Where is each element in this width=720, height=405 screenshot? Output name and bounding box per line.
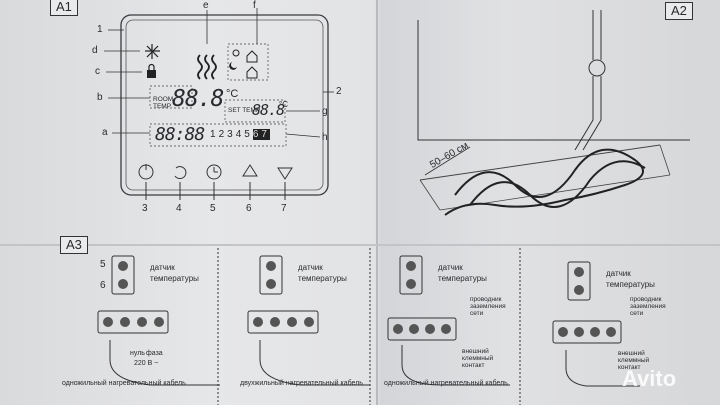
fold-line-vertical <box>376 0 378 405</box>
callout-g: g <box>322 106 328 117</box>
room-temp-label: ROOM TEMP <box>153 96 174 110</box>
ground-label-2: проводник заземления сети <box>630 296 666 317</box>
day-5: 5 <box>244 129 253 140</box>
button-label-5: 5 <box>210 203 216 214</box>
callout-h: h <box>322 132 328 143</box>
panel-tag-a3: A3 <box>60 236 88 254</box>
callout-b: b <box>97 92 103 103</box>
clamp-label-2: внешний клеммный контакт <box>618 350 650 371</box>
ground-label: проводник заземления сети <box>470 296 506 317</box>
single-cable-label: одножильный нагревательный кабель <box>62 380 186 387</box>
day-2: 2 <box>218 129 228 140</box>
button-label-7: 7 <box>281 203 287 214</box>
callout-c: c <box>95 66 100 77</box>
voltage-label: 220 В ~ <box>134 360 159 367</box>
lcd-set-unit: °C <box>279 100 288 109</box>
avito-watermark: Avito <box>622 366 677 391</box>
fold-line-horizontal <box>0 244 720 246</box>
panel-tag-a1: A1 <box>50 0 78 16</box>
button-label-4: 4 <box>176 203 182 214</box>
callout-f: f <box>253 0 256 11</box>
lcd-weekdays: 1234567 <box>210 129 270 140</box>
phase-label: фаза <box>146 350 163 357</box>
button-label-3: 3 <box>142 203 148 214</box>
panel-tag-a2: A2 <box>665 2 693 20</box>
neutral-label: нуль <box>130 350 145 357</box>
single-cable-label-2: одножильный нагревательный кабель <box>384 380 508 387</box>
a3-sensor-label-4: датчик температуры <box>606 269 655 289</box>
lcd-set-temp: 88.8 <box>252 101 285 119</box>
button-label-6: 6 <box>246 203 252 214</box>
day-7: 7 <box>261 129 270 140</box>
callout-1: 1 <box>97 24 103 35</box>
day-3: 3 <box>227 129 236 140</box>
a3-terminal-6: 6 <box>100 280 106 291</box>
a3-terminal-5: 5 <box>100 259 106 270</box>
callout-a: a <box>102 127 108 138</box>
callout-d: d <box>92 45 98 56</box>
lcd-main-temp: 88.8 <box>172 86 224 112</box>
set-temp-label: SET TEMP <box>228 107 261 114</box>
day-6: 6 <box>252 129 262 140</box>
lcd-clock: 88:88 <box>155 124 205 145</box>
double-cable-label: двухжильный нагревательный кабель <box>240 380 363 387</box>
a3-sensor-label: датчик температуры <box>150 263 199 283</box>
clamp-label: внешний клеммный контакт <box>462 348 494 369</box>
callout-2: 2 <box>336 86 342 97</box>
a3-sensor-label-3: датчик температуры <box>438 263 487 283</box>
day-1: 1 <box>210 129 219 140</box>
callout-e: e <box>203 0 209 11</box>
day-4: 4 <box>235 129 245 140</box>
a3-sensor-label-2: датчик температуры <box>298 263 347 283</box>
lcd-main-unit: °C <box>226 88 239 100</box>
